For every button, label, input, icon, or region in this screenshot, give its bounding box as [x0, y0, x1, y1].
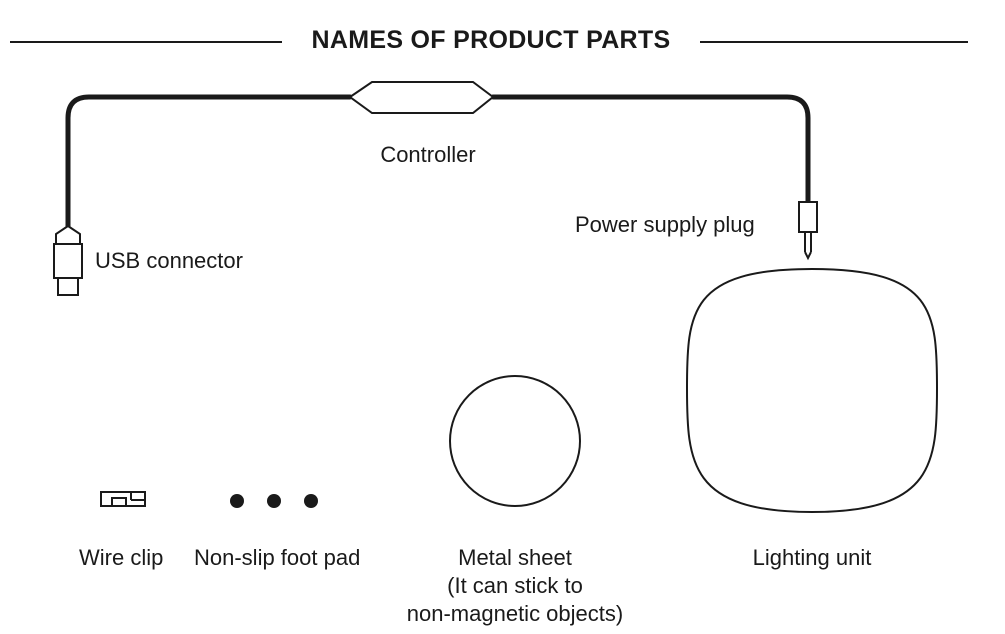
lighting-unit-label: Lighting unit: [752, 545, 872, 570]
foot-pad-dot: [304, 494, 318, 508]
wire-clip-label: Wire clip: [79, 545, 164, 570]
lighting-unit-shape: [685, 267, 939, 514]
title-bar: NAMES OF PRODUCT PARTS: [0, 22, 1005, 62]
metal-sheet-shape: [449, 375, 581, 507]
page-title: NAMES OF PRODUCT PARTS: [311, 26, 671, 54]
foot-pad-label: Non-slip foot pad: [194, 545, 361, 570]
cable: [65, 94, 811, 229]
controller-label: Controller: [380, 142, 476, 167]
title-rule-left: [10, 41, 282, 43]
metal-sheet-note-line2: non-magnetic objects): [406, 601, 624, 626]
foot-pad-dot: [267, 494, 281, 508]
power-plug-shape: [798, 201, 818, 261]
foot-pad-dot: [230, 494, 244, 508]
usb-connector-label: USB connector: [95, 248, 243, 273]
controller-body: [348, 81, 495, 114]
usb-connector-shape: [53, 224, 83, 296]
wire-clip-shape: [100, 491, 146, 507]
power-supply-plug-label: Power supply plug: [575, 212, 755, 237]
metal-sheet-label: Metal sheet: [458, 545, 572, 570]
title-rule-right: [700, 41, 968, 43]
metal-sheet-note-line1: (It can stick to: [447, 573, 583, 598]
